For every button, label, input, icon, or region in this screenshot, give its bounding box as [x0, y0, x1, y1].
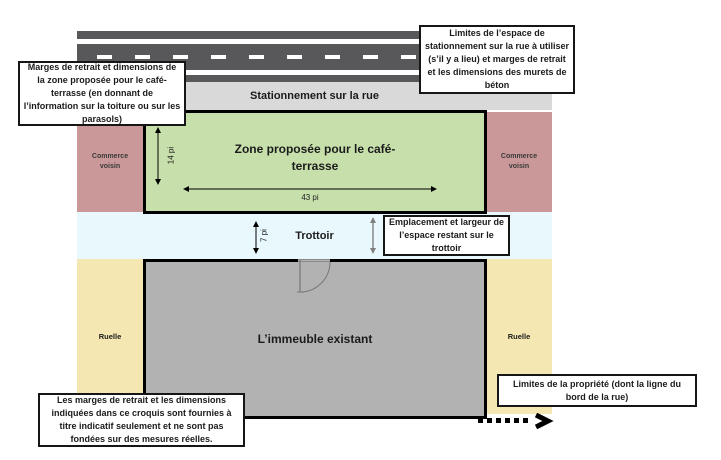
neighbor-business-label: Commerce voisin [500, 152, 538, 170]
sidewalk-width-arrow [253, 221, 259, 254]
road-center-dashes-icon [97, 55, 544, 59]
zone-depth-label: 14 pi [166, 146, 176, 165]
callout-property-limits: Limites de la propriété (dont la ligne d… [497, 374, 697, 407]
callout-parking-limits: Limites de l’espace de stationnement sur… [419, 25, 575, 94]
callout-sidewalk-remaining-text: Emplacement et largeur de l’espace resta… [388, 217, 505, 253]
door-swing-icon [297, 259, 331, 293]
sidewalk-label: Trottoir [295, 229, 334, 242]
callout-disclaimer-text: Les marges de retrait et les dimensions … [51, 395, 232, 444]
callout-disclaimer: Les marges de retrait et les dimensions … [38, 393, 245, 447]
callout-terrace-margins-text: Marges de retrait et dimensions de la zo… [23, 62, 181, 124]
alley-left: Ruelle [77, 259, 143, 414]
alley-label: Ruelle [98, 332, 122, 341]
zone-width-label: 43 pi [301, 193, 319, 202]
remaining-space-arrow [370, 217, 376, 254]
street-parking-label: Stationnement sur la rue [250, 90, 379, 102]
road-edge-line [77, 39, 552, 44]
property-line-arrow [478, 413, 554, 429]
sidewalk-width-label: 7 pi [259, 229, 269, 242]
neighbor-business-right: Commerce voisin [486, 112, 552, 212]
callout-sidewalk-remaining: Emplacement et largeur de l’espace resta… [383, 215, 510, 256]
callout-parking-limits-text: Limites de l’espace de stationnement sur… [424, 28, 570, 90]
proposed-terrace-zone: Zone proposée pour le café-terrasse [143, 110, 487, 214]
proposed-terrace-zone-label: Zone proposée pour le café-terrasse [234, 142, 396, 173]
zone-depth-arrow [155, 127, 161, 185]
existing-building-label: L’immeuble existant [257, 332, 373, 346]
road-shoulder [77, 75, 552, 82]
existing-building: L’immeuble existant [143, 259, 487, 419]
neighbor-business-left: Commerce voisin [77, 112, 143, 212]
neighbor-business-label: Commerce voisin [91, 152, 129, 170]
road-edge-line [77, 70, 552, 75]
road-far-lane [77, 31, 552, 39]
callout-terrace-margins: Marges de retrait et dimensions de la zo… [18, 61, 186, 126]
alley-label: Ruelle [507, 332, 531, 341]
zone-width-arrow [183, 186, 437, 192]
callout-property-limits-text: Limites de la propriété (dont la ligne d… [512, 378, 682, 402]
